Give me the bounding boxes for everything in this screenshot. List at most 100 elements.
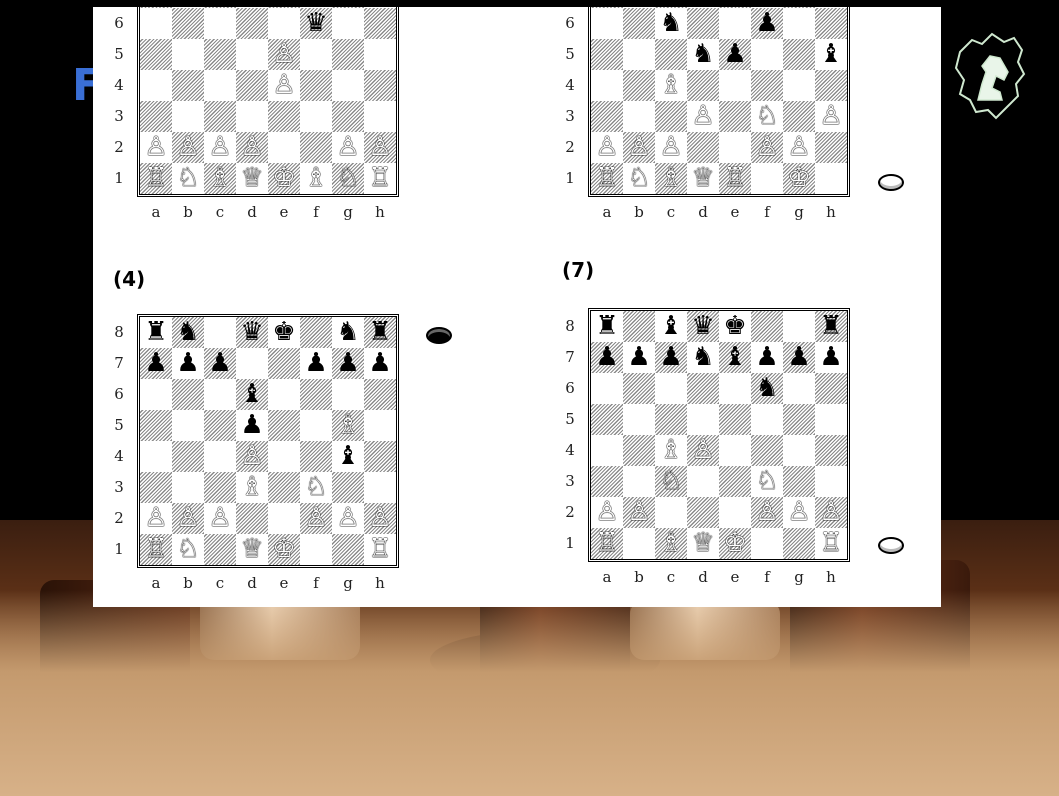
board-square — [591, 8, 623, 39]
board-square — [719, 466, 751, 497]
file-label: c — [655, 203, 687, 221]
board-square — [783, 39, 815, 70]
white-king-icon: ♔ — [268, 534, 300, 565]
white-pawn-icon: ♙ — [236, 132, 268, 163]
file-label: h — [815, 203, 847, 221]
rank-label: 1 — [111, 169, 127, 187]
file-label: f — [300, 203, 332, 221]
board-square — [783, 404, 815, 435]
board-square — [300, 39, 332, 70]
board-square — [815, 8, 847, 39]
rank-label: 5 — [111, 416, 127, 434]
board-square — [140, 70, 172, 101]
board-square — [268, 503, 300, 534]
black-pawn-icon: ♟ — [300, 348, 332, 379]
file-label: b — [623, 203, 655, 221]
board-square — [623, 39, 655, 70]
black-knight-icon: ♞ — [655, 8, 687, 39]
white-pawn-icon: ♙ — [332, 503, 364, 534]
rank-label: 3 — [111, 107, 127, 125]
file-label: e — [719, 203, 751, 221]
file-label: e — [719, 568, 751, 586]
board-square — [751, 404, 783, 435]
board-square — [204, 379, 236, 410]
file-label: b — [172, 574, 204, 592]
black-rook-icon: ♜ — [140, 317, 172, 348]
board-square — [783, 8, 815, 39]
file-label: c — [204, 203, 236, 221]
board-square — [300, 441, 332, 472]
black-bishop-icon: ♝ — [332, 441, 364, 472]
board-square — [140, 39, 172, 70]
board-square — [300, 379, 332, 410]
board-square — [364, 39, 396, 70]
white-bishop-icon: ♗ — [204, 163, 236, 194]
black-pawn-icon: ♟ — [815, 342, 847, 373]
file-label: a — [591, 568, 623, 586]
board-square — [332, 379, 364, 410]
board-square — [815, 404, 847, 435]
white-pawn-icon: ♙ — [815, 101, 847, 132]
white-pawn-icon: ♙ — [623, 132, 655, 163]
white-pawn-icon: ♙ — [751, 132, 783, 163]
board-square — [591, 435, 623, 466]
rank-label: 1 — [562, 534, 578, 552]
board-square — [172, 441, 204, 472]
file-label: g — [332, 203, 364, 221]
white-pawn-icon: ♙ — [655, 132, 687, 163]
board-square — [204, 534, 236, 565]
board-square — [655, 404, 687, 435]
white-queen-icon: ♕ — [236, 163, 268, 194]
board-square — [172, 379, 204, 410]
black-bishop-icon: ♝ — [655, 311, 687, 342]
black-rook-icon: ♜ — [364, 317, 396, 348]
board-square — [623, 70, 655, 101]
rank-label: 6 — [111, 385, 127, 403]
white-pawn-icon: ♙ — [172, 132, 204, 163]
board-square — [140, 8, 172, 39]
board-square — [204, 441, 236, 472]
white-rook-icon: ♖ — [364, 534, 396, 565]
black-pawn-icon: ♟ — [236, 410, 268, 441]
board-square — [364, 70, 396, 101]
board-square — [751, 70, 783, 101]
board-square — [687, 8, 719, 39]
board-square — [204, 472, 236, 503]
board-square — [783, 373, 815, 404]
board-square — [719, 435, 751, 466]
rank-label: 2 — [562, 503, 578, 521]
black-queen-icon: ♛ — [300, 8, 332, 39]
rank-label: 5 — [111, 45, 127, 63]
rank-label: 5 — [562, 45, 578, 63]
backdrop-light-pawn — [630, 600, 780, 660]
white-pawn-icon: ♙ — [364, 132, 396, 163]
board-square — [236, 348, 268, 379]
board-square — [591, 404, 623, 435]
white-bishop-icon: ♗ — [655, 70, 687, 101]
file-label: d — [687, 568, 719, 586]
board-square — [687, 132, 719, 163]
board-square — [268, 410, 300, 441]
black-pawn-icon: ♟ — [655, 342, 687, 373]
rank-label: 8 — [111, 323, 127, 341]
board-square — [204, 39, 236, 70]
file-label: f — [751, 568, 783, 586]
white-pawn-icon: ♙ — [687, 101, 719, 132]
board-square — [623, 435, 655, 466]
file-label: a — [140, 203, 172, 221]
board-square — [332, 8, 364, 39]
white-pawn-icon: ♙ — [268, 39, 300, 70]
board-square — [140, 101, 172, 132]
board-square — [623, 311, 655, 342]
rank-label: 5 — [562, 410, 578, 428]
white-queen-icon: ♕ — [687, 163, 719, 194]
board-square — [268, 101, 300, 132]
black-pawn-icon: ♟ — [751, 342, 783, 373]
backdrop-piece-shadow — [430, 630, 660, 690]
board-square — [332, 39, 364, 70]
board-square — [815, 132, 847, 163]
file-label: h — [364, 574, 396, 592]
black-pawn-icon: ♟ — [172, 348, 204, 379]
chessboard: ♜♞♛♚♞♜♟♟♟♟♟♟♝♟♗♙♝♗♘♙♙♙♙♙♙♖♘♕♔♖ — [137, 314, 399, 568]
